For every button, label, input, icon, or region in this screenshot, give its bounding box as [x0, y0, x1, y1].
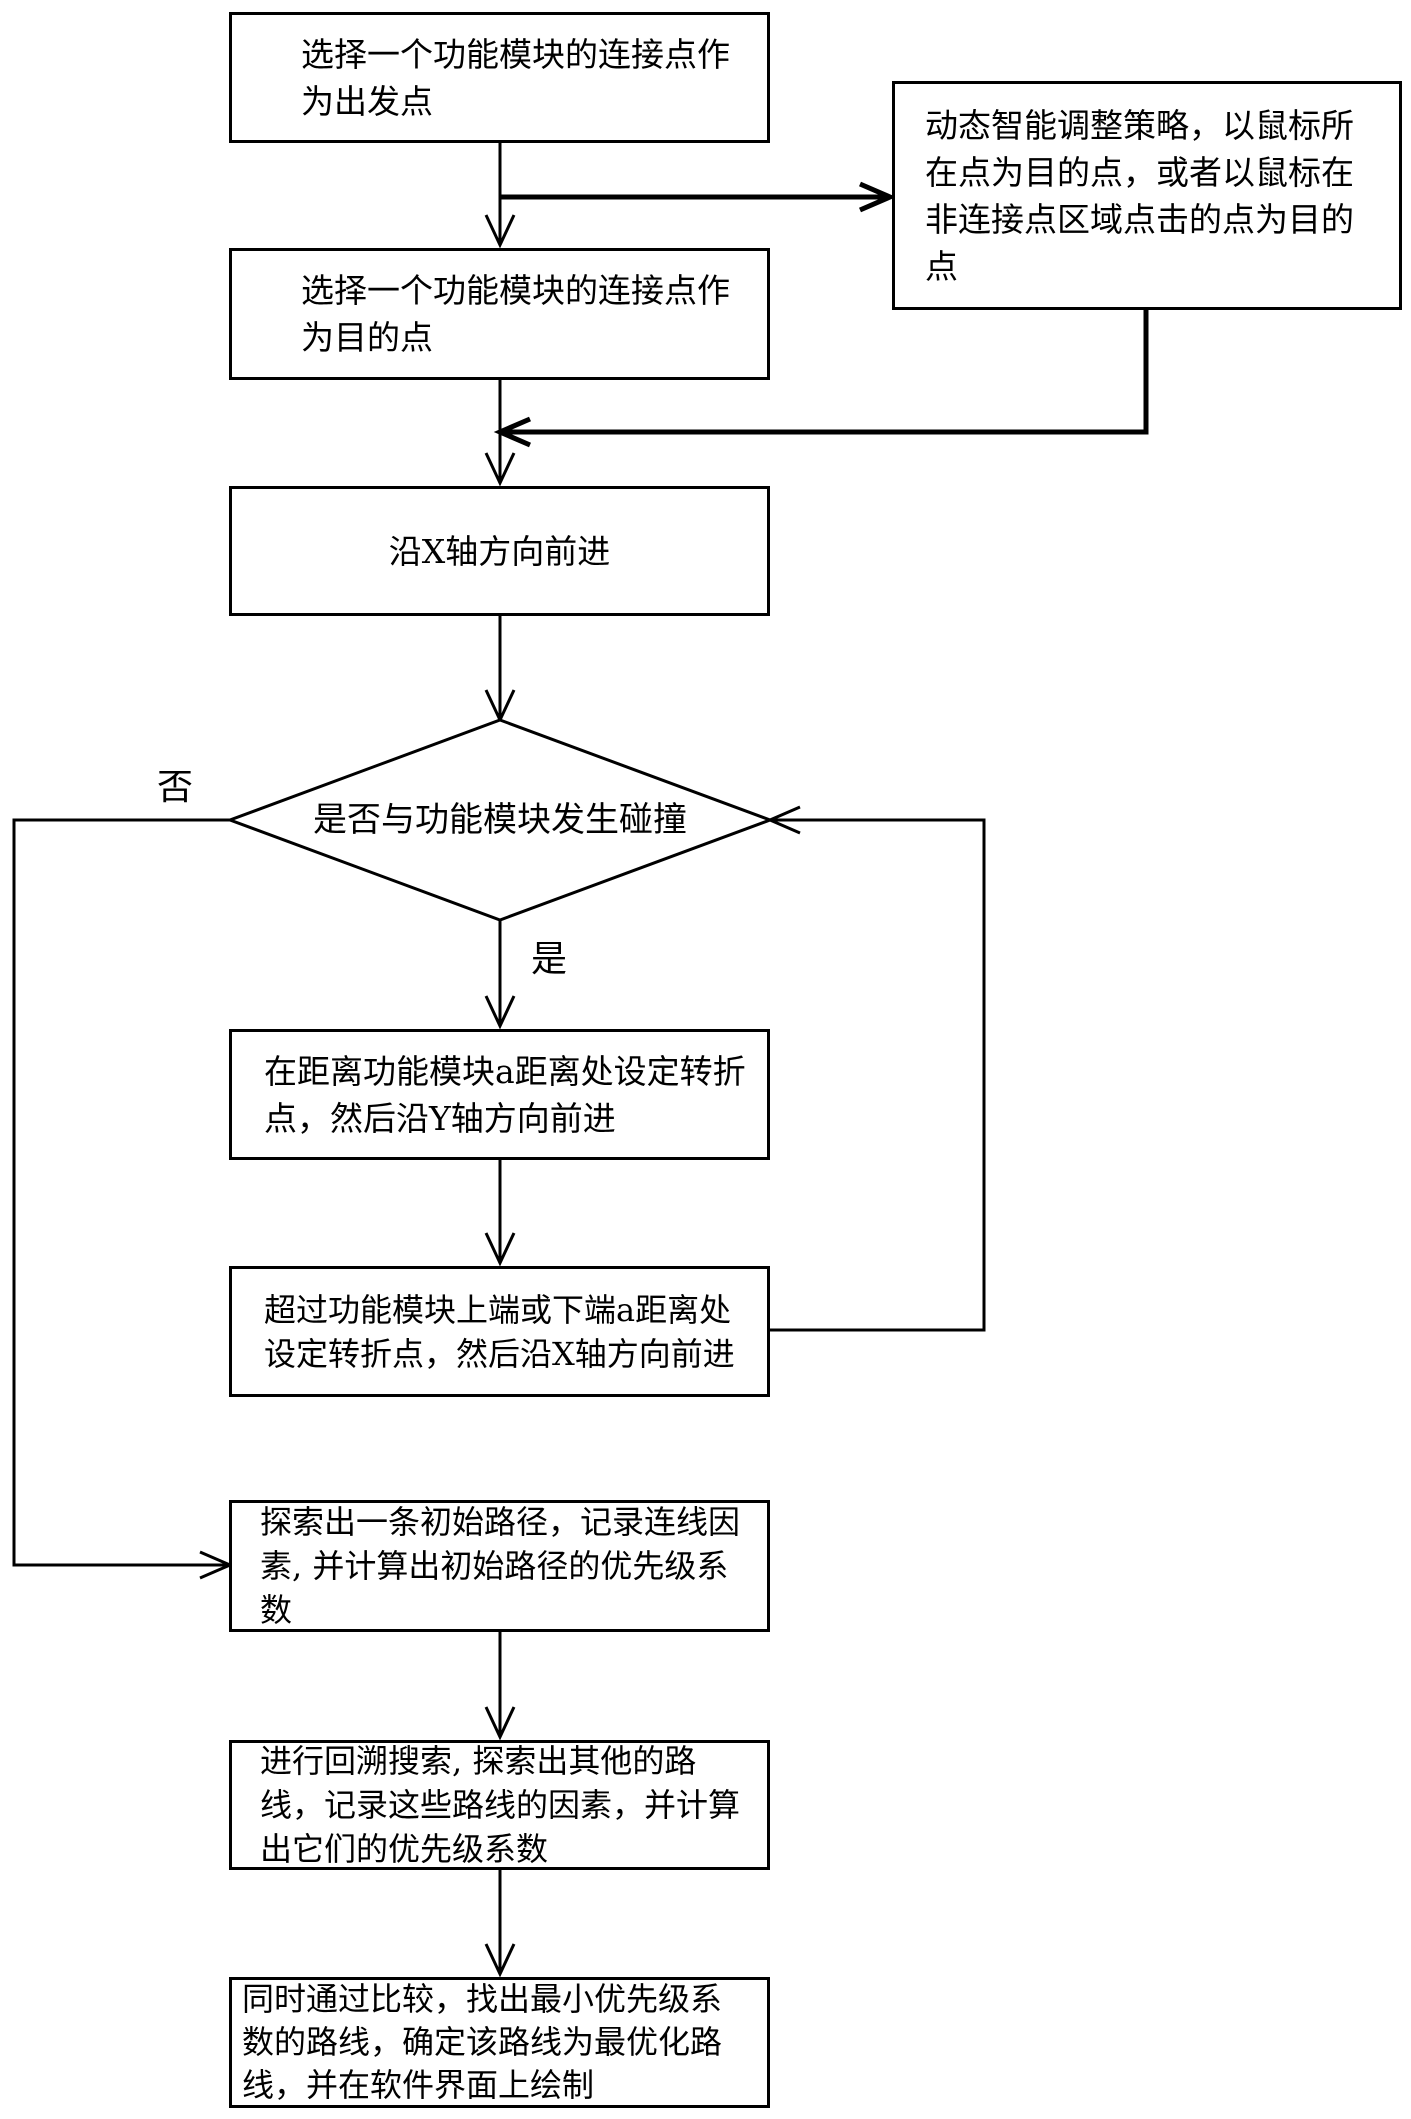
target-node-text: 选择一个功能模块的连接点作为目的点: [301, 271, 730, 357]
optimal-path-node: 同时通过比较，找出最小优先级系数的路线，确定该路线为最优化路线，并在软件界面上绘…: [229, 1977, 770, 2108]
connector-loop-back: [770, 818, 986, 1332]
dynamic-strategy-text: 动态智能调整策略，以鼠标所在点为目的点，或者以鼠标在非连接点区域点击的点为目的点: [925, 105, 1354, 286]
turn-x-node: 超过功能模块上端或下端a距离处设定转折点，然后沿X轴方向前进: [229, 1266, 770, 1397]
start-node: 选择一个功能模块的连接点作为出发点: [229, 12, 770, 143]
turn-y-text: 在距离功能模块a距离处设定转折点，然后沿Y轴方向前进: [264, 1051, 746, 1138]
arrowhead: [484, 1232, 516, 1267]
target-node: 选择一个功能模块的连接点作为目的点: [229, 248, 770, 380]
initial-path-text: 探索出一条初始路径，记录连线因素, 并计算出初始路径的优先级系数: [260, 1503, 741, 1629]
forward-x-text: 沿X轴方向前进: [388, 531, 611, 571]
initial-path-node: 探索出一条初始路径，记录连线因素, 并计算出初始路径的优先级系数: [229, 1500, 770, 1632]
no-label: 否: [157, 767, 194, 808]
backtrack-node: 进行回溯搜索, 探索出其他的路线，记录这些路线的因素，并计算出它们的优先级系数: [229, 1740, 770, 1870]
arrowhead: [484, 214, 516, 249]
connector-dynamic-return: [500, 310, 1149, 435]
arrowhead: [484, 995, 516, 1030]
arrowhead: [493, 416, 531, 448]
dynamic-strategy-node: 动态智能调整策略，以鼠标所在点为目的点，或者以鼠标在非连接点区域点击的点为目的点: [892, 81, 1402, 310]
arrowhead: [766, 805, 801, 835]
turn-y-node: 在距离功能模块a距离处设定转折点，然后沿Y轴方向前进: [229, 1029, 770, 1160]
optimal-path-text: 同时通过比较，找出最小优先级系数的路线，确定该路线为最优化路线，并在软件界面上绘…: [242, 1980, 723, 2104]
connector-no: [12, 818, 230, 1567]
arrowhead: [484, 1706, 516, 1741]
arrowhead: [859, 181, 897, 213]
yes-label: 是: [531, 939, 568, 980]
start-node-text: 选择一个功能模块的连接点作为出发点: [301, 34, 730, 121]
turn-x-text: 超过功能模块上端或下端a距离处设定转折点，然后沿X轴方向前进: [264, 1290, 735, 1373]
backtrack-text: 进行回溯搜索, 探索出其他的路线，记录这些路线的因素，并计算出它们的优先级系数: [260, 1742, 741, 1868]
forward-x-node: 沿X轴方向前进: [229, 486, 770, 616]
collision-decision-text: 是否与功能模块发生碰撞: [313, 800, 687, 840]
arrowhead: [484, 1943, 516, 1978]
arrowhead: [484, 452, 516, 487]
